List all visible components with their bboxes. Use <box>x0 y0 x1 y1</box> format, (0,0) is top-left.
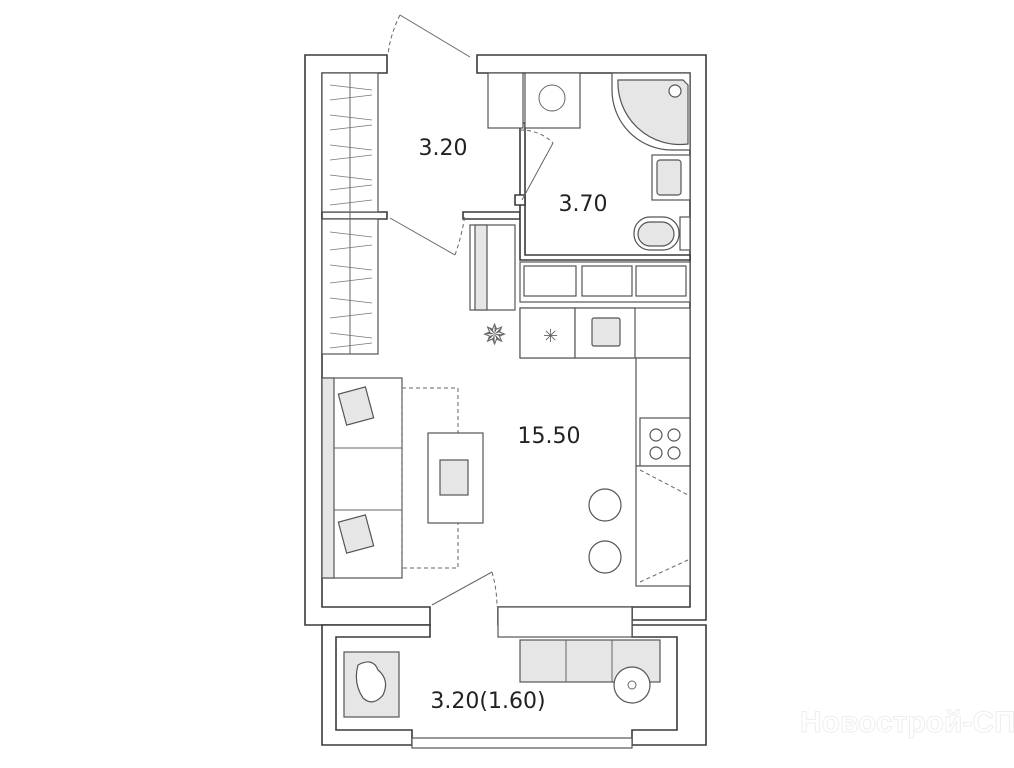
kitchen: ✳ ✵ <box>482 261 691 587</box>
svg-text:✵: ✵ <box>482 318 507 353</box>
room-area-bathroom: 3.70 <box>559 192 608 217</box>
wardrobe <box>321 72 516 355</box>
bathroom-fixtures <box>487 72 691 251</box>
stove <box>639 417 691 467</box>
walls <box>304 54 707 749</box>
watermark: Новострой-СПб <box>800 706 1014 739</box>
balcony-furniture <box>343 639 661 718</box>
kitchen-sink <box>591 317 621 347</box>
room-area-living-room: 15.50 <box>518 424 581 449</box>
sink <box>656 159 682 196</box>
room-area-balcony: 3.20(1.60) <box>430 689 545 714</box>
shower <box>617 79 689 146</box>
room-area-hallway: 3.20 <box>419 136 468 161</box>
sofa <box>321 377 484 579</box>
toilet <box>637 221 675 247</box>
svg-text:✳: ✳ <box>543 326 558 347</box>
doors <box>387 14 554 608</box>
washing-machine <box>524 72 581 129</box>
